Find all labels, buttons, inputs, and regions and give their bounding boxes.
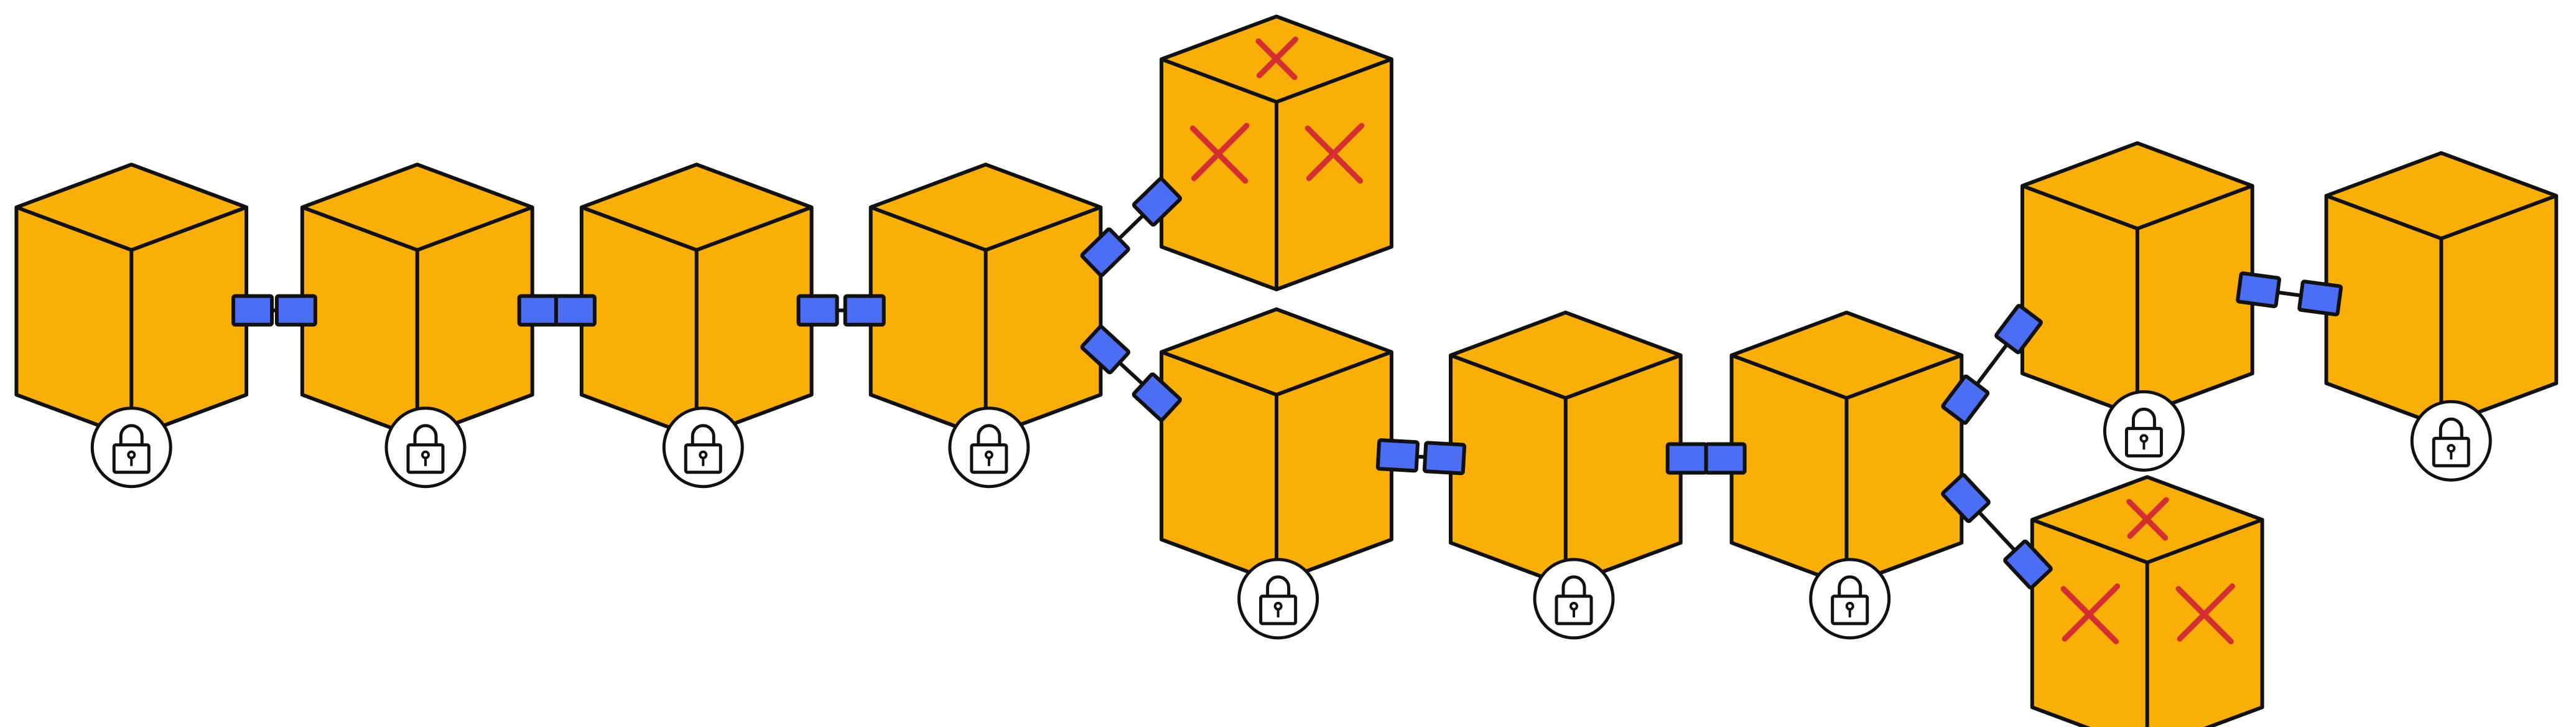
x-mark-icon bbox=[1189, 123, 1250, 184]
block-11 bbox=[2030, 475, 2264, 727]
connector-out bbox=[231, 294, 274, 327]
block-7 bbox=[1449, 311, 1683, 588]
block-10 bbox=[2324, 151, 2559, 428]
cube-top-edge bbox=[1161, 350, 1392, 397]
x-mark-icon bbox=[1304, 123, 1365, 184]
connector-in bbox=[274, 294, 317, 327]
lock-icon bbox=[1809, 558, 1891, 640]
block-8 bbox=[1729, 311, 1964, 588]
blocks-layer bbox=[14, 14, 2559, 727]
connectors-layer bbox=[231, 177, 2343, 590]
lock-icon bbox=[2410, 400, 2492, 482]
block-4 bbox=[868, 162, 1103, 439]
connector-out bbox=[517, 294, 560, 327]
block-6 bbox=[1160, 307, 1393, 584]
lock-icon bbox=[1237, 558, 1319, 640]
cube-top-edge bbox=[2021, 184, 2253, 231]
connector-out bbox=[1080, 325, 1130, 375]
block-5 bbox=[1160, 14, 1393, 292]
block-9 bbox=[2020, 141, 2254, 418]
connector-out bbox=[1941, 472, 1991, 523]
block-2 bbox=[300, 162, 534, 439]
x-mark-icon bbox=[1255, 36, 1299, 80]
lock-icon bbox=[1533, 558, 1615, 640]
block-3 bbox=[579, 162, 814, 439]
x-mark-icon bbox=[2060, 583, 2121, 645]
connector-in bbox=[554, 294, 597, 327]
connector-in bbox=[1704, 442, 1747, 475]
x-mark-icon bbox=[2126, 497, 2169, 541]
locks-layer bbox=[90, 390, 2492, 640]
lock-icon bbox=[2103, 390, 2185, 472]
connector-out bbox=[1665, 442, 1708, 475]
connector-out bbox=[1941, 374, 1990, 425]
connector-out bbox=[1080, 227, 1130, 278]
connector-in bbox=[1132, 372, 1182, 422]
x-mark-icon bbox=[2175, 583, 2236, 645]
lock-icon bbox=[948, 406, 1030, 489]
cube-top-edge bbox=[1161, 57, 1392, 104]
connector-out bbox=[796, 294, 839, 327]
lock-icon bbox=[384, 406, 467, 489]
connector-out bbox=[1375, 438, 1420, 473]
block-1 bbox=[14, 162, 249, 439]
connector-in bbox=[1994, 304, 2043, 354]
lock-icon bbox=[662, 406, 744, 489]
connector-in bbox=[2003, 539, 2053, 590]
connector-in bbox=[1422, 441, 1467, 476]
connector-in bbox=[1132, 177, 1183, 227]
cube-top-edge bbox=[2031, 518, 2263, 565]
lock-icon bbox=[90, 406, 172, 489]
connector-in bbox=[2297, 279, 2343, 317]
connector-out bbox=[2236, 271, 2281, 309]
connector-in bbox=[843, 294, 886, 327]
